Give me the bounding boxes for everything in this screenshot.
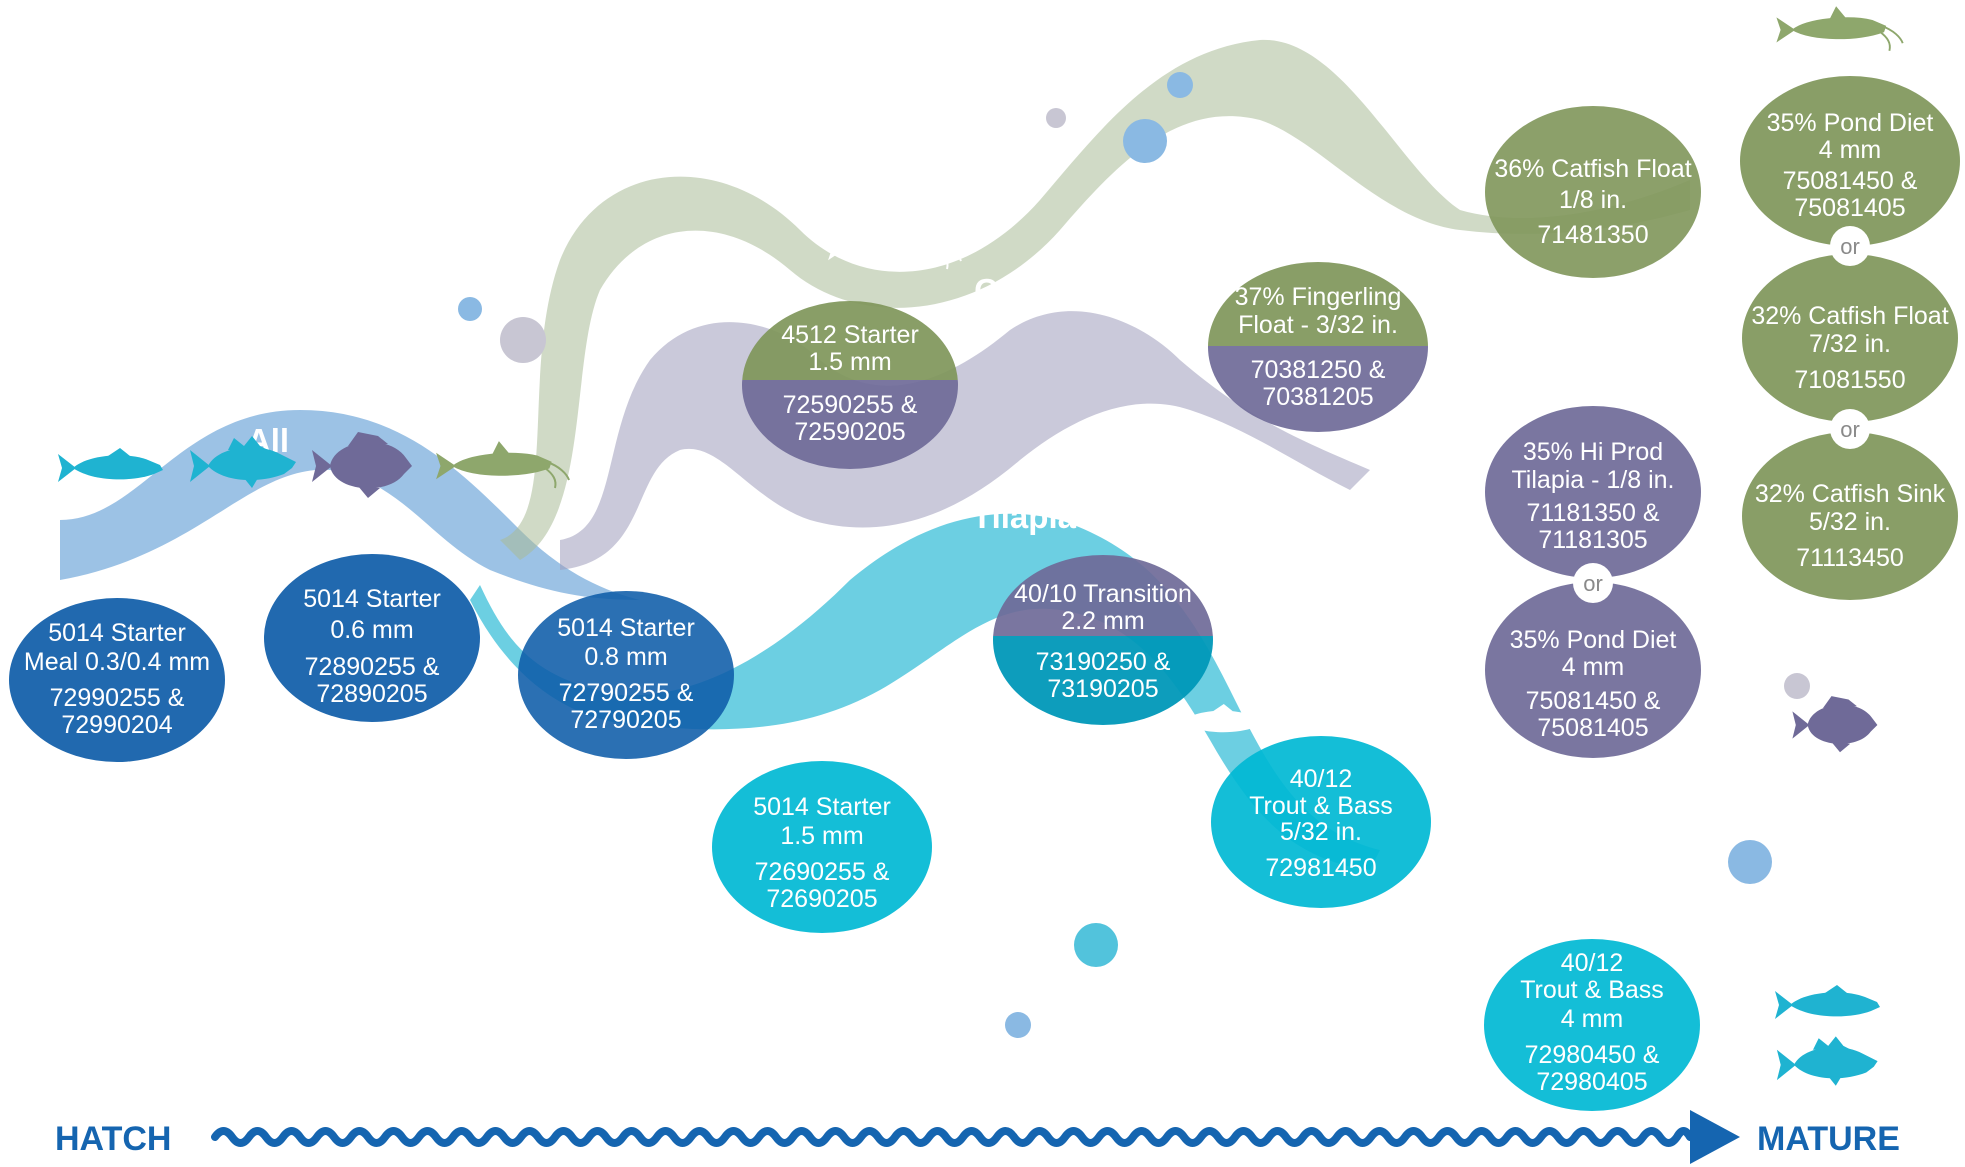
node-40-10-transition: 40/10 Transition 2.2 mm 73190250 & 73190…: [993, 555, 1213, 725]
node-line: 7/32 in.: [1809, 330, 1891, 358]
node-line: 71081550: [1794, 366, 1905, 394]
node-line: 75081450 &: [1526, 687, 1661, 715]
node-32-catfish-float: 32% Catfish Float 7/32 in. 71081550: [1742, 254, 1958, 422]
node-line: 72690205: [766, 885, 877, 913]
node-line: 72590255 &: [783, 391, 918, 419]
node-line: Trout & Bass: [1520, 976, 1664, 1004]
node-line: 72790255 &: [559, 679, 694, 707]
node-line: 5014 Starter: [557, 614, 695, 642]
node-line: 4 mm: [1561, 1005, 1624, 1033]
or-badge-tilapia: or: [1573, 563, 1613, 603]
node-36-catfish-float: 36% Catfish Float 1/8 in. 71481350: [1485, 106, 1701, 278]
node-line: 72980450 &: [1525, 1041, 1660, 1069]
node-line: Trout & Bass: [1249, 792, 1393, 820]
node-line: 36% Catfish Float: [1494, 155, 1691, 183]
axis-label-mature: MATURE: [1757, 1120, 1900, 1158]
or-badge-catfish-1: or: [1830, 226, 1870, 266]
growth-axis: HATCH MATURE: [55, 1110, 1900, 1164]
node-line: Float - 3/32 in.: [1238, 311, 1398, 339]
axis-wave-line: [211, 1127, 1694, 1147]
or-text: or: [1840, 417, 1860, 442]
catfish-band: [500, 39, 1690, 561]
band-label-catfish: Catfish: [974, 272, 1086, 309]
node-line: 72890255 &: [305, 653, 440, 681]
node-line: 40/12: [1290, 765, 1353, 793]
node-line: 0.6 mm: [330, 616, 413, 644]
node-line: 70381205: [1262, 383, 1373, 411]
node-line: 0.8 mm: [584, 643, 667, 671]
node-line: 75081405: [1537, 714, 1648, 742]
node-line: 73190250 &: [1036, 648, 1171, 676]
node-line: 4 mm: [1819, 136, 1882, 164]
trout-bottom-right-icon: [1775, 985, 1880, 1019]
node-line: 71481350: [1537, 221, 1648, 249]
node-line: 32% Catfish Sink: [1755, 480, 1946, 508]
node-line: 72990204: [61, 711, 172, 739]
node-line: Meal 0.3/0.4 mm: [24, 648, 210, 676]
axis-label-hatch: HATCH: [55, 1120, 171, 1158]
bubbles: [458, 72, 1810, 1038]
node-line: 32% Catfish Float: [1751, 302, 1948, 330]
node-line: 35% Pond Diet: [1510, 626, 1677, 654]
node-5014-starter-15mm: 5014 Starter 1.5 mm 72690255 & 72690205: [712, 761, 932, 933]
node-line: 5014 Starter: [48, 619, 186, 647]
axis-arrowhead-icon: [1690, 1110, 1740, 1164]
bass-bottom-right-icon: [1776, 1036, 1878, 1086]
node-line: 37% Fingerling: [1235, 283, 1402, 311]
node-line: 72790205: [570, 706, 681, 734]
trout-fish-icon: [58, 448, 163, 482]
node-line: 72690255 &: [755, 858, 890, 886]
node-line: 1.5 mm: [780, 822, 863, 850]
node-line: 75081405: [1794, 194, 1905, 222]
node-line: 71113450: [1796, 544, 1904, 572]
node-line: 2.2 mm: [1061, 607, 1144, 635]
node-40-12-trout-bass-532: 40/12 Trout & Bass 5/32 in. 72981450: [1211, 736, 1431, 908]
node-line: 71181350 &: [1527, 499, 1660, 527]
node-40-12-trout-bass-4mm: 40/12 Trout & Bass 4 mm 72980450 & 72980…: [1484, 939, 1700, 1111]
node-line: 70381250 &: [1251, 356, 1386, 384]
node-37-fingerling-float: 37% Fingerling Float - 3/32 in. 70381250…: [1208, 262, 1428, 432]
node-35-pond-diet-tilapia: 35% Pond Diet 4 mm 75081450 & 75081405: [1485, 582, 1701, 758]
node-line: 35% Hi Prod: [1523, 438, 1663, 466]
node-line: 40/12: [1561, 949, 1624, 977]
node-line: 72980405: [1536, 1068, 1647, 1096]
node-line: 40/10 Transition: [1014, 580, 1192, 608]
all-band: [60, 410, 640, 600]
band-label-tilapia: Tilapia: [972, 498, 1077, 535]
node-4512-starter: 4512 Starter 1.5 mm 72590255 & 72590205: [742, 301, 958, 469]
node-line: 72890205: [316, 680, 427, 708]
node-line: 1.5 mm: [808, 348, 891, 376]
node-line: 1/8 in.: [1559, 186, 1627, 214]
node-line: 72990255 &: [50, 684, 185, 712]
node-5014-starter-meal: 5014 Starter Meal 0.3/0.4 mm 72990255 & …: [9, 598, 225, 762]
or-text: or: [1840, 234, 1860, 259]
band-label-trout-bass: Trout & Bass: [928, 752, 1132, 789]
node-32-catfish-sink: 32% Catfish Sink 5/32 in. 71113450: [1742, 432, 1958, 600]
catfish-top-right-icon: [1776, 6, 1904, 52]
tilapia-right-icon: [1792, 696, 1878, 753]
node-line: 72981450: [1265, 854, 1376, 882]
or-badge-catfish-2: or: [1830, 409, 1870, 449]
node-35-hi-prod-tilapia: 35% Hi Prod Tilapia - 1/8 in. 71181350 &…: [1485, 406, 1701, 578]
node-35-pond-diet-catfish: 35% Pond Diet 4 mm 75081450 & 75081405: [1740, 76, 1960, 246]
catfish-band-icon: [828, 222, 962, 270]
node-line: 5014 Starter: [753, 793, 891, 821]
node-line: Tilapia - 1/8 in.: [1511, 466, 1674, 494]
node-line: 5/32 in.: [1809, 508, 1891, 536]
node-line: 73190205: [1047, 675, 1158, 703]
node-line: 4512 Starter: [781, 321, 919, 349]
or-text: or: [1583, 571, 1603, 596]
node-5014-starter-08mm: 5014 Starter 0.8 mm 72790255 & 72790205: [518, 591, 734, 759]
node-line: 71181305: [1538, 526, 1647, 554]
node-line: 5/32 in.: [1280, 818, 1362, 846]
node-5014-starter-06mm: 5014 Starter 0.6 mm 72890255 & 72890205: [264, 554, 480, 722]
node-line: 72590205: [794, 418, 905, 446]
tilapia-band-icon: [1130, 429, 1216, 486]
node-line: 5014 Starter: [303, 585, 441, 613]
node-line: 4 mm: [1562, 653, 1625, 681]
node-line: 35% Pond Diet: [1767, 109, 1934, 137]
node-line: 75081450 &: [1783, 167, 1918, 195]
